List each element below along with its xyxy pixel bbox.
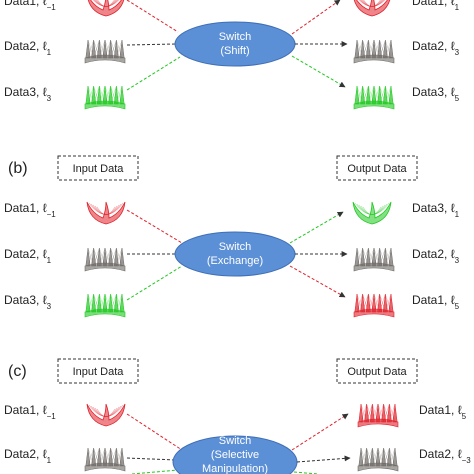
input-data-box — [57, 358, 139, 384]
red-connector — [126, 413, 183, 451]
switch-node — [174, 231, 296, 277]
switch-label: Switch — [219, 241, 251, 253]
panel-b: (b) Input Data Output Data Data1, ℓ−1 Da… — [4, 155, 460, 318]
green-connector — [126, 265, 183, 301]
input-data-box — [57, 155, 139, 181]
switch-label: (Selective — [211, 449, 259, 461]
output-row: Data3, ℓ5 — [353, 85, 460, 110]
petal-beam-icon — [352, 201, 392, 225]
output-label: Data1, ℓ1 — [412, 0, 460, 12]
input-label: Data1, ℓ−1 — [4, 403, 56, 421]
spiked-beam-icon — [84, 247, 126, 272]
input-label: Data2, ℓ1 — [4, 39, 52, 57]
output-data-header: Output Data — [347, 366, 407, 378]
green-arrow — [289, 211, 344, 244]
input-row: Data2, ℓ1 — [4, 447, 126, 472]
petal-beam-icon — [87, 0, 125, 17]
input-row: Data3, ℓ3 — [4, 85, 126, 110]
petal-beam-icon — [353, 0, 391, 17]
output-row: Data1, ℓ5 — [353, 293, 460, 318]
spiked-beam-icon — [353, 293, 395, 318]
output-label: Data2, ℓ3 — [412, 247, 460, 265]
green-arrow — [291, 55, 346, 88]
red-connector — [126, 209, 183, 244]
output-data-box — [336, 358, 418, 384]
output-label: Data2, ℓ3 — [412, 39, 460, 57]
panel-label: (b) — [8, 160, 28, 177]
black-connector — [126, 43, 177, 46]
panel-a: Data1, ℓ−1 Data2, ℓ1 Data3, ℓ3 Switch (S… — [4, 0, 460, 110]
input-row: Data2, ℓ1 — [4, 39, 126, 64]
spiked-beam-icon — [353, 247, 395, 272]
red-arrow — [291, 0, 341, 35]
spiked-beam-icon — [357, 403, 399, 428]
output-label: Data1, ℓ5 — [419, 403, 467, 421]
input-data-header: Input Data — [73, 366, 125, 378]
input-row: Data1, ℓ−1 — [4, 0, 125, 17]
petal-beam-icon — [86, 201, 126, 225]
spiked-beam-icon — [84, 447, 126, 472]
output-row: Data2, ℓ−3 — [357, 447, 471, 472]
input-label: Data3, ℓ3 — [4, 85, 52, 103]
output-row: Data1, ℓ1 — [353, 0, 460, 17]
input-label: Data2, ℓ1 — [4, 247, 52, 265]
switch-node — [174, 21, 296, 67]
spiked-beam-icon — [84, 85, 126, 110]
green-connector — [126, 56, 181, 91]
input-row: Data1, ℓ−1 — [4, 403, 126, 427]
input-label: Data1, ℓ−1 — [4, 201, 56, 219]
switch-label: (Shift) — [220, 45, 249, 57]
switch-label: Switch — [219, 435, 251, 447]
output-row: Data3, ℓ1 — [352, 201, 460, 225]
panel-c: (c) Input Data Output Data Data1, ℓ−1 Da… — [4, 358, 471, 474]
red-arrow — [289, 265, 346, 298]
output-label: Data3, ℓ1 — [412, 201, 460, 219]
output-row: Data2, ℓ3 — [353, 247, 460, 272]
output-label: Data1, ℓ5 — [412, 293, 460, 311]
output-data-header: Output Data — [347, 163, 407, 175]
input-row: Data1, ℓ−1 — [4, 201, 126, 225]
spiked-beam-icon — [357, 447, 399, 472]
output-row: Data1, ℓ5 — [357, 403, 467, 428]
input-label: Data2, ℓ1 — [4, 447, 52, 465]
switch-label: Switch — [219, 31, 251, 43]
input-data-header: Input Data — [73, 163, 125, 175]
switch-label: (Exchange) — [207, 255, 263, 267]
input-row: Data3, ℓ3 — [4, 293, 126, 318]
panel-label: (c) — [8, 363, 27, 380]
output-label: Data2, ℓ−3 — [419, 447, 471, 465]
red-arrow — [291, 413, 349, 451]
spiked-beam-icon — [84, 293, 126, 318]
petal-beam-icon — [86, 403, 126, 427]
input-label: Data1, ℓ−1 — [4, 0, 56, 12]
black-connector — [126, 457, 177, 461]
spiked-beam-icon — [84, 39, 126, 64]
input-row: Data2, ℓ1 — [4, 247, 126, 272]
spiked-beam-icon — [353, 39, 395, 64]
output-label: Data3, ℓ5 — [412, 85, 460, 103]
output-row: Data2, ℓ3 — [353, 39, 460, 64]
input-label: Data3, ℓ3 — [4, 293, 52, 311]
red-connector — [126, 0, 179, 33]
switch-label: Manipulation) — [202, 463, 268, 474]
output-data-box — [336, 155, 418, 181]
green-connector — [131, 469, 179, 474]
black-arrow — [296, 455, 351, 463]
spiked-beam-icon — [353, 85, 395, 110]
